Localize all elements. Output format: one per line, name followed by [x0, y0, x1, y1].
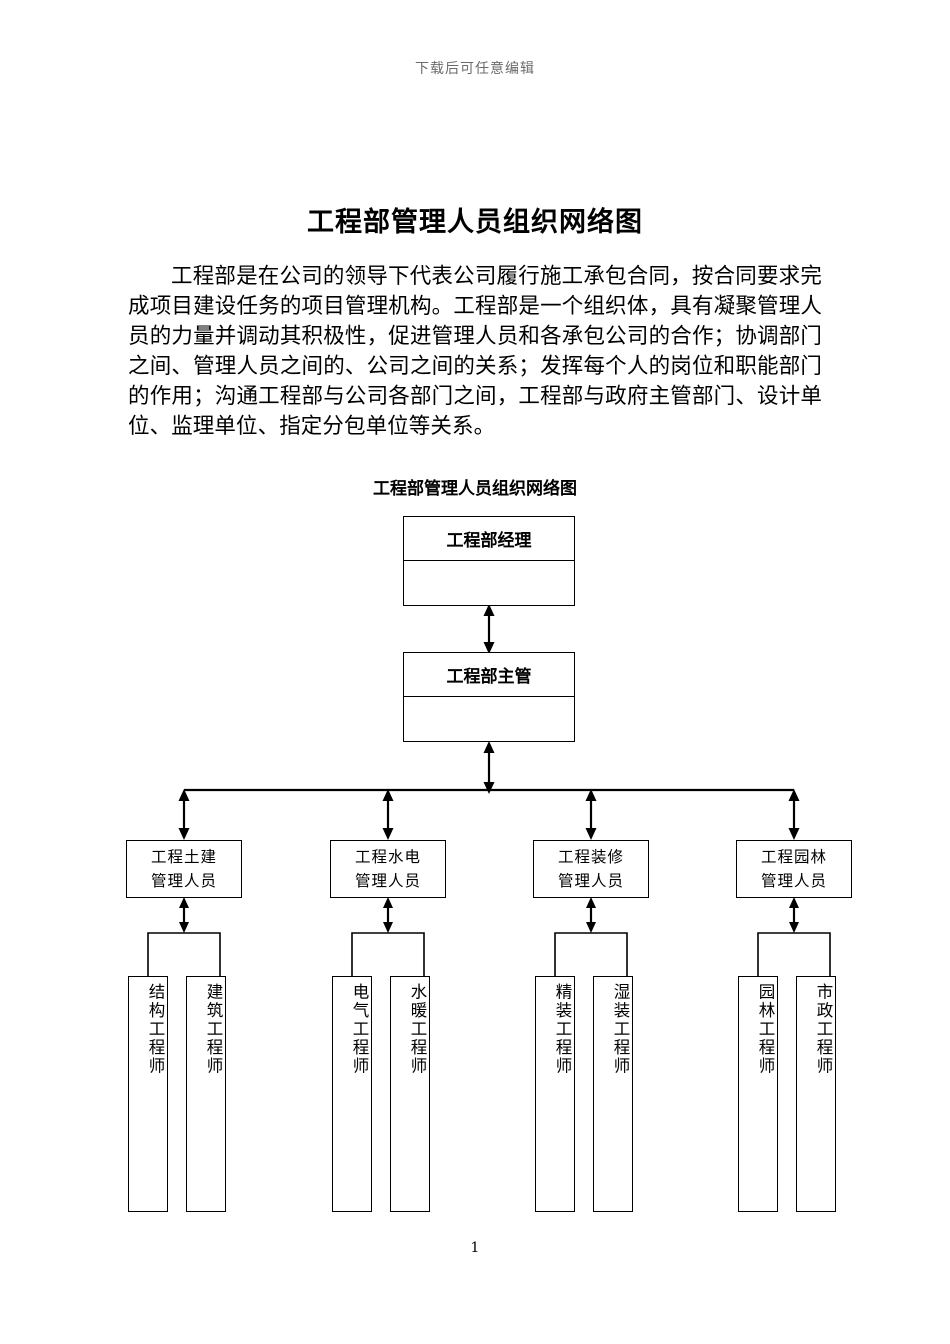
- node-dept-mep-line1: 工程水电: [354, 848, 421, 866]
- node-engineer-structural-label: 结构工程师: [146, 983, 165, 1076]
- page-header-note: 下载后可任意编辑: [415, 61, 535, 77]
- node-engineer-wet-decoration[interactable]: 湿装工程师: [593, 976, 633, 1212]
- node-engineer-landscape[interactable]: 园林工程师: [738, 976, 778, 1212]
- node-supervisor-label: 工程部主管: [404, 653, 574, 697]
- chart-caption: 工程部管理人员组织网络图: [373, 479, 577, 499]
- node-dept-mep-line2: 管理人员: [354, 872, 421, 890]
- document-title: 工程部管理人员组织网络图: [307, 207, 643, 238]
- node-dept-civil-line2: 管理人员: [150, 872, 217, 890]
- node-manager[interactable]: 工程部经理: [403, 516, 575, 606]
- node-dept-mep[interactable]: 工程水电 管理人员: [330, 840, 446, 898]
- node-engineer-landscape-label: 园林工程师: [756, 983, 775, 1076]
- node-dept-landscape[interactable]: 工程园林 管理人员: [736, 840, 852, 898]
- node-engineer-architectural[interactable]: 建筑工程师: [186, 976, 226, 1212]
- node-dept-decoration[interactable]: 工程装修 管理人员: [533, 840, 649, 898]
- node-supervisor-body: [404, 697, 574, 741]
- node-dept-civil-line1: 工程土建: [150, 848, 217, 866]
- node-dept-landscape-line2: 管理人员: [760, 872, 827, 890]
- node-engineer-electrical[interactable]: 电气工程师: [332, 976, 372, 1212]
- page-number: 1: [470, 1240, 480, 1256]
- node-engineer-wet-decoration-label: 湿装工程师: [611, 983, 630, 1076]
- node-dept-decoration-line2: 管理人员: [557, 872, 624, 890]
- node-engineer-hvac-label: 水暖工程师: [408, 983, 427, 1076]
- node-dept-decoration-line1: 工程装修: [557, 848, 624, 866]
- node-engineer-municipal-label: 市政工程师: [814, 983, 833, 1076]
- node-supervisor[interactable]: 工程部主管: [403, 652, 575, 742]
- node-engineer-hvac[interactable]: 水暖工程师: [390, 976, 430, 1212]
- node-manager-label: 工程部经理: [404, 517, 574, 561]
- node-engineer-fine-decoration-label: 精装工程师: [553, 983, 572, 1076]
- node-engineer-municipal[interactable]: 市政工程师: [796, 976, 836, 1212]
- intro-paragraph: 工程部是在公司的领导下代表公司履行施工承包合同，按合同要求完成项目建设任务的项目…: [128, 264, 822, 439]
- node-engineer-electrical-label: 电气工程师: [350, 983, 369, 1076]
- node-engineer-architectural-label: 建筑工程师: [204, 983, 223, 1076]
- node-engineer-structural[interactable]: 结构工程师: [128, 976, 168, 1212]
- node-dept-civil[interactable]: 工程土建 管理人员: [126, 840, 242, 898]
- node-dept-landscape-line1: 工程园林: [760, 848, 827, 866]
- node-manager-body: [404, 561, 574, 605]
- node-engineer-fine-decoration[interactable]: 精装工程师: [535, 976, 575, 1212]
